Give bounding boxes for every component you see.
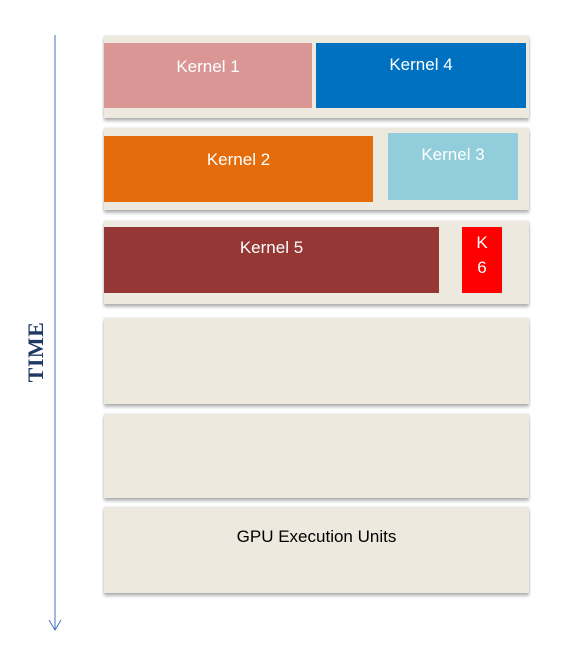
time-label: TIME (23, 321, 48, 383)
gpu-execution-units: GPU Execution Units (104, 507, 529, 593)
execution-slot-1: Kernel 1 Kernel 4 (104, 36, 529, 118)
time-arrow-head (48, 619, 62, 631)
kernel-4-label: Kernel 4 (389, 55, 453, 74)
execution-slot-2: Kernel 2 Kernel 3 (104, 128, 529, 210)
kernel-5-block: Kernel 5 (104, 227, 439, 293)
kernel-6-block: K 6 (462, 227, 502, 293)
gpu-execution-units-label: GPU Execution Units (236, 527, 397, 546)
kernel-3-block: Kernel 3 (388, 133, 518, 200)
kernel-6-label: K 6 (476, 233, 488, 277)
kernel-5-label: Kernel 5 (239, 238, 304, 257)
time-arrow (48, 35, 62, 631)
kernel-3-label: Kernel 3 (421, 145, 485, 164)
time-axis: TIME (0, 0, 100, 644)
kernel-1-label: Kernel 1 (176, 57, 240, 76)
kernel-1-block: Kernel 1 (104, 43, 312, 108)
kernel-2-block: Kernel 2 (104, 136, 373, 202)
execution-slot-4 (104, 318, 529, 404)
execution-slot-3: Kernel 5 K 6 (104, 221, 529, 304)
execution-slot-5 (104, 414, 529, 498)
kernel-2-label: Kernel 2 (206, 150, 271, 169)
kernel-4-block: Kernel 4 (316, 43, 526, 108)
